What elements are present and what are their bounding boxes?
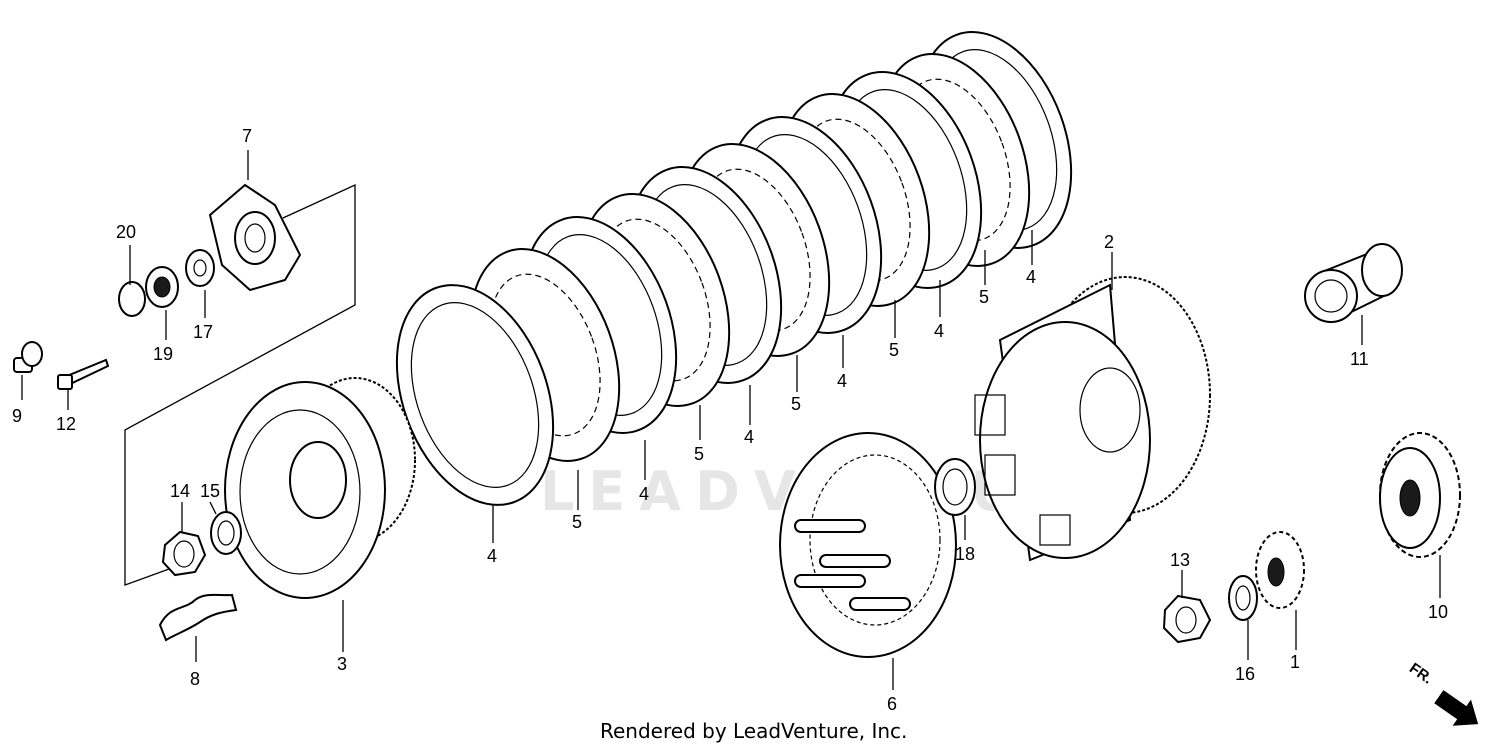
callout-10: 10: [1428, 602, 1448, 622]
callout-6: 6: [887, 694, 897, 714]
callout-4: 4: [487, 546, 497, 566]
callout-5: 5: [791, 394, 801, 414]
callout-12: 12: [56, 414, 76, 434]
drive-gear: [1255, 531, 1305, 609]
callout-8: 8: [190, 669, 200, 689]
callout-3: 3: [337, 654, 347, 674]
callout-2: 2: [1104, 232, 1114, 252]
outer-guide-collar: [1304, 243, 1403, 323]
fr-label: FR.: [1406, 660, 1436, 688]
callout-14: 14: [170, 481, 190, 501]
clutch-spring: [158, 593, 238, 642]
circlip: [118, 281, 146, 317]
bolt-long: [57, 358, 110, 390]
callout-5: 5: [979, 287, 989, 307]
callout-18: 18: [955, 544, 975, 564]
callout-4: 4: [934, 321, 944, 341]
callout-4: 4: [639, 484, 649, 504]
lifter-plate: [208, 183, 302, 292]
lock-nut: [161, 530, 207, 577]
clutch-plate-stack: [395, 31, 1073, 506]
callout-17: 17: [193, 322, 213, 342]
pressure-plate: [779, 432, 957, 658]
bolt-short: [13, 341, 43, 373]
callout-7: 7: [242, 126, 252, 146]
lock-washer: [210, 511, 242, 555]
callout-19: 19: [153, 344, 173, 364]
callout-13: 13: [1170, 550, 1190, 570]
callout-20: 20: [116, 222, 136, 242]
callout-5: 5: [889, 340, 899, 360]
callout-5: 5: [694, 444, 704, 464]
clutch-outer: [974, 276, 1211, 562]
callout-15: 15: [200, 481, 220, 501]
leader-lines: [21, 150, 1441, 690]
clutch-outer-washer: [934, 458, 976, 516]
callout-9: 9: [12, 406, 22, 426]
front-direction-arrow: FR.: [1406, 660, 1479, 726]
callout-16: 16: [1235, 664, 1255, 684]
primary-drive-gear: [1379, 432, 1461, 558]
render-credit: Rendered by LeadVenture, Inc.: [600, 719, 907, 743]
callout-1: 1: [1290, 652, 1300, 672]
callout-4: 4: [744, 427, 754, 447]
thrust-washer: [185, 249, 215, 287]
callout-4: 4: [1026, 267, 1036, 287]
callout-5: 5: [572, 512, 582, 532]
drive-gear-nut: [1162, 594, 1212, 644]
clutch-center: [224, 377, 416, 599]
lifter-bearing: [145, 266, 179, 308]
callout-11: 11: [1350, 349, 1369, 369]
callout-labels: 1 2 3 4 4 4 4 4 4 5 5 5 5 5 6 7 8 9 10 1…: [12, 126, 1448, 714]
callout-4: 4: [837, 371, 847, 391]
drive-gear-washer: [1228, 575, 1258, 621]
assembly-bracket: [124, 183, 356, 586]
